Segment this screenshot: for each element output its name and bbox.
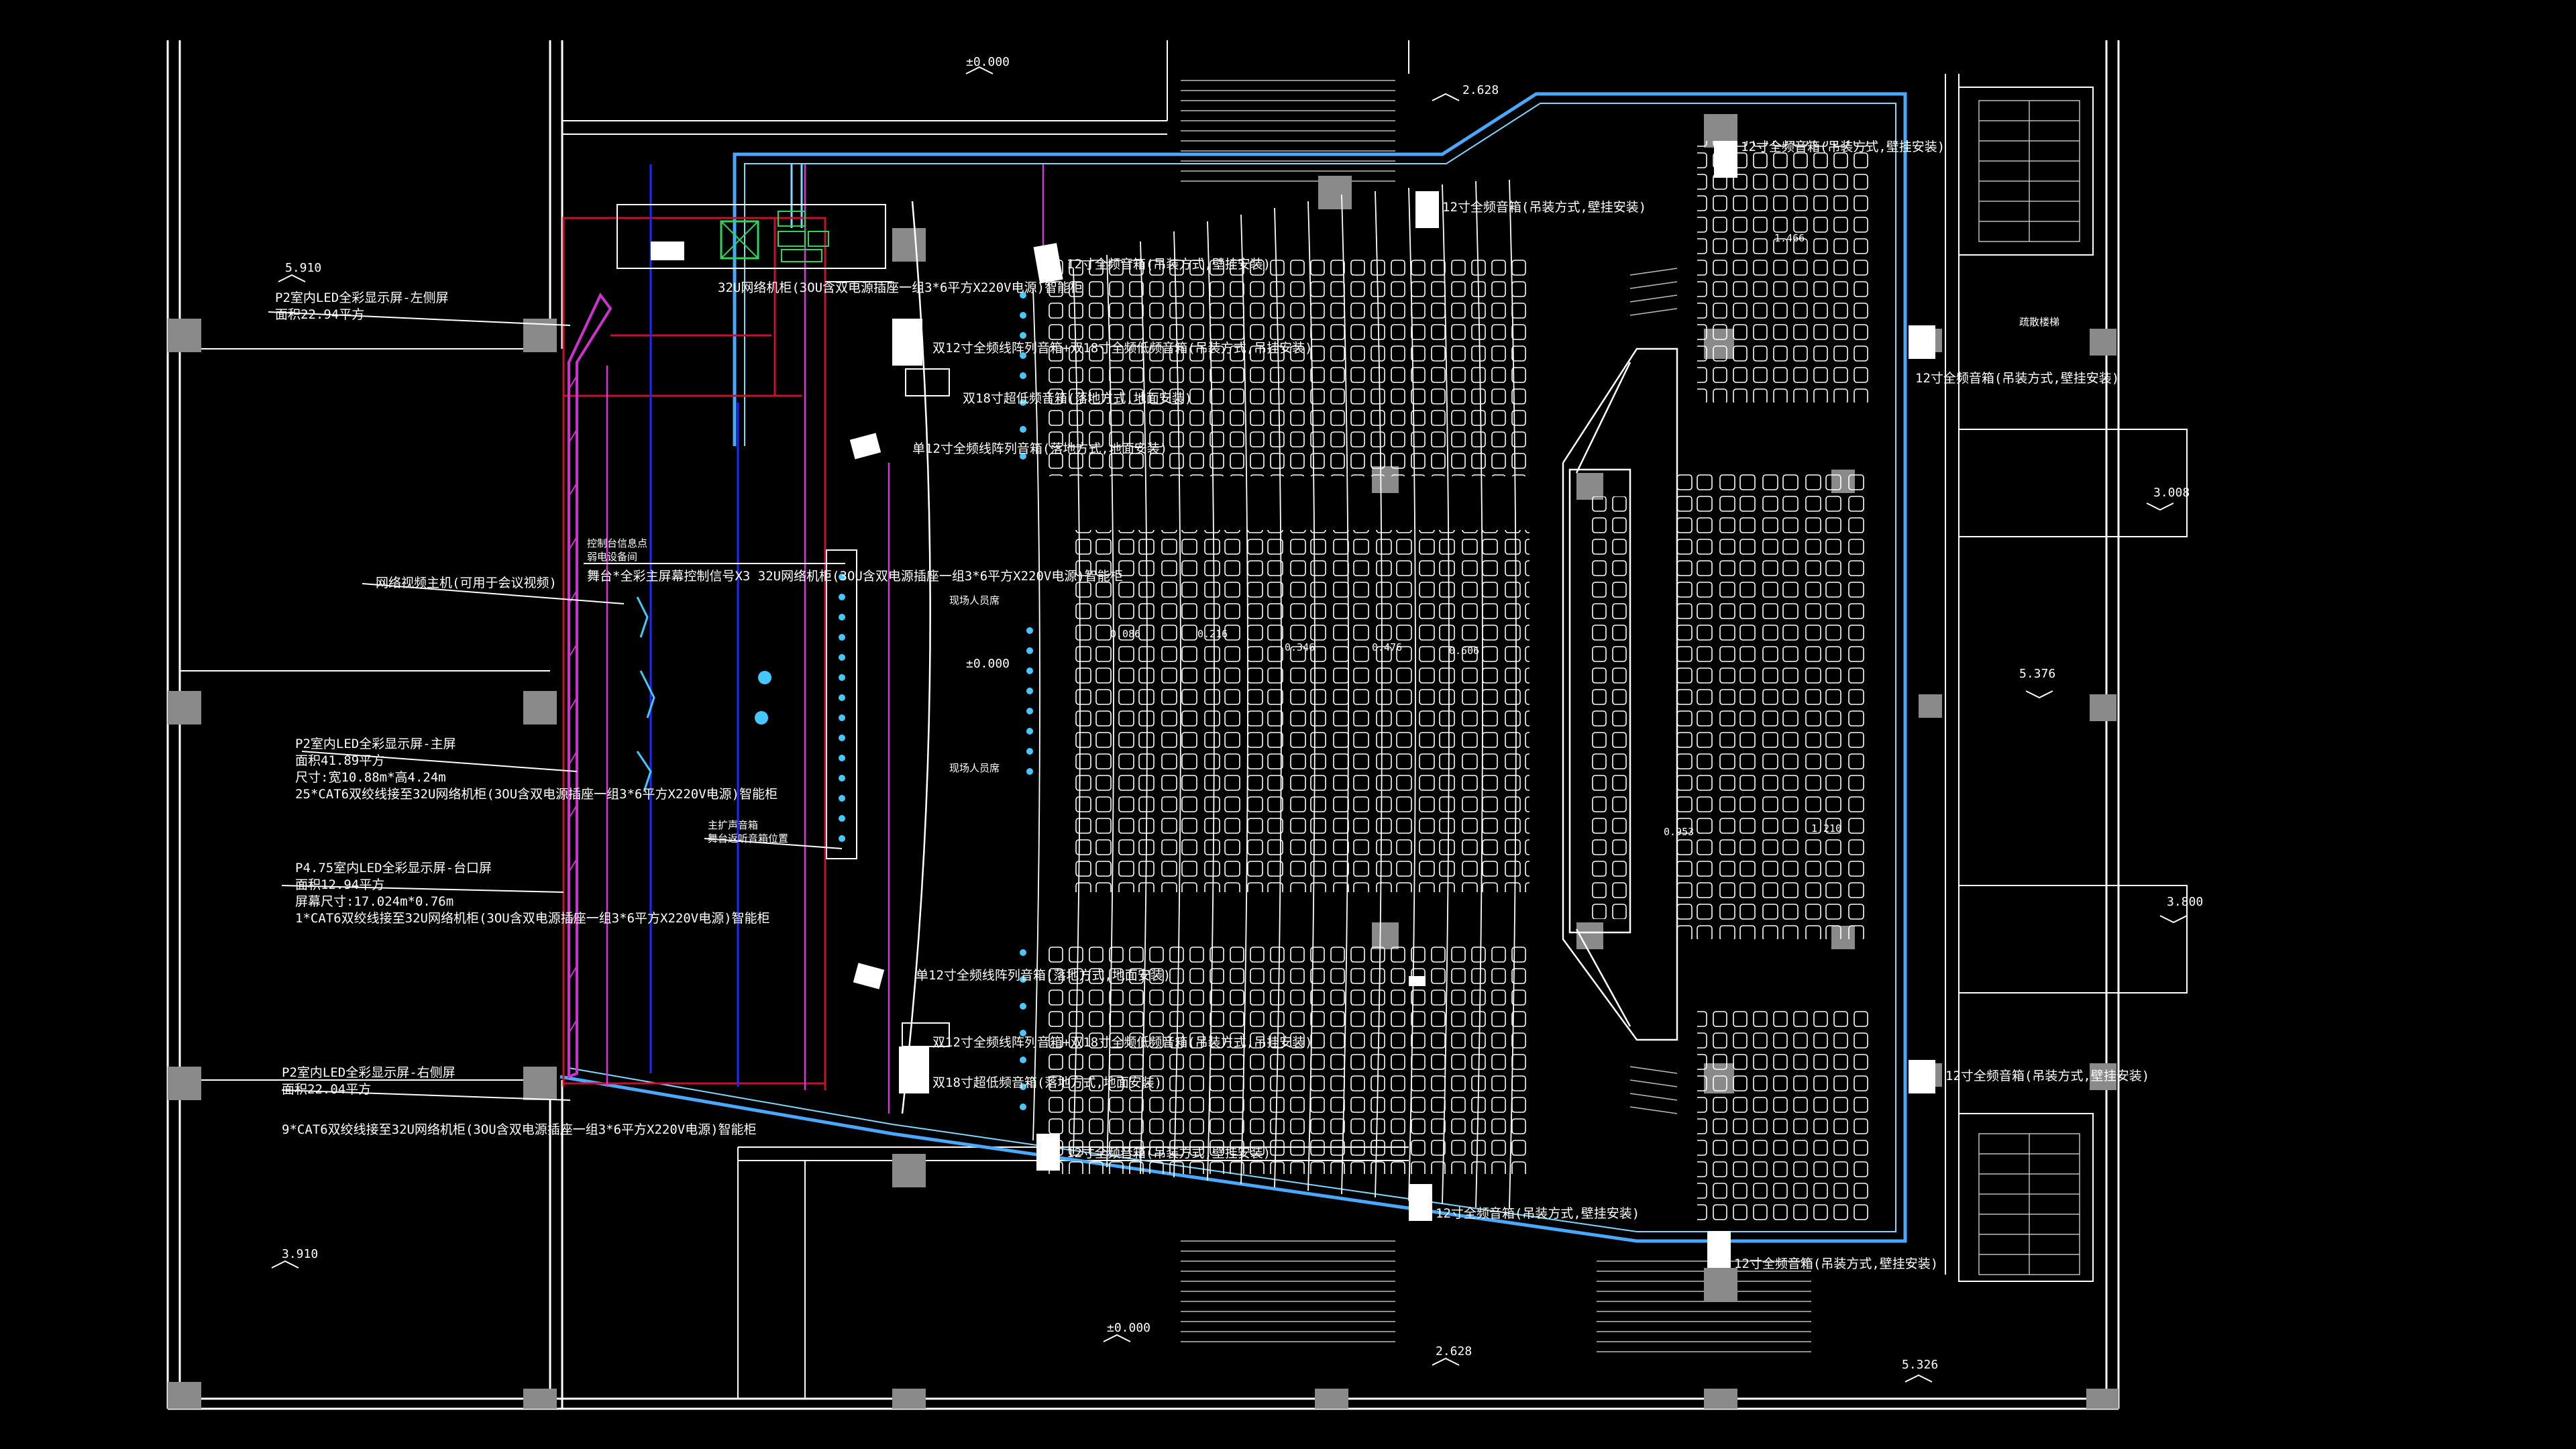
stair-right [1978,100,2080,1275]
line-array-label: 单12寸全频线阵列音箱(落地方式,地面安装) [916,968,1171,983]
speaker-label: 12寸全频音箱(吊装方式,壁挂安装) [1067,257,1271,272]
elev-label: 5.326 [1902,1358,1938,1372]
control-label-3: 舞台*全彩主屏幕控制信号X3 32U网络机柜(3OU含双电源插座一组3*6平方X… [587,569,1123,584]
sub-label: 双18寸超低频音箱(落地方式,地面安装) [963,391,1192,406]
led-main-screen [568,292,612,1079]
led-main-label: P2室内LED全彩显示屏-主屏 [295,737,456,751]
floor-level: 1.210 [1811,822,1841,835]
side-speaker-column [826,549,857,859]
speaker-label: 12寸全频音箱(吊装方式,壁挂安装) [1915,371,2119,386]
led-left-label: P2室内LED全彩显示屏-左侧屏 [275,290,449,305]
elev-label: ±0.000 [966,657,1010,671]
elevation-markers [271,66,2188,1383]
speaker-label: 12寸全频音箱(吊装方式,壁挂安装) [1442,200,1646,215]
led-apron-size: 屏幕尺寸:17.024m*0.76m [295,894,453,909]
led-left-area: 面积22.94平方 [275,307,364,322]
speaker-label: 12寸全频音箱(吊装方式,壁挂安装) [1945,1069,2149,1083]
led-apron-area: 面积12.94平方 [295,877,384,892]
speaker-label: 12寸全频音箱(吊装方式,壁挂安装) [1436,1206,1640,1221]
control-label-2: 弱电设备间 [587,551,637,563]
led-apron-label: P4.75室内LED全彩显示屏-台口屏 [295,861,492,875]
stair-bottom [1181,1240,1811,1352]
floor-level: 1.466 [1774,232,1805,244]
elev-label: ±0.000 [1107,1321,1150,1335]
led-apron-cable: 1*CAT6双绞线接至32U网络机柜(3OU含双电源插座一组3*6平方X220V… [295,911,770,926]
elev-label: 5.376 [2019,667,2055,681]
stage-boundary [562,217,826,1090]
led-main-cable: 25*CAT6双绞线接至32U网络机柜(3OU含双电源插座一组3*6平方X220… [295,787,777,802]
elev-label: 3.008 [2153,486,2190,500]
rack-label: 32U网络机柜(3OU含双电源插座一组3*6平方X220V电源)智能柜 [718,280,1083,295]
led-main-size: 尺寸:宽10.88m*高4.24m [295,770,446,785]
floor-level: 0.953 [1664,826,1694,838]
line-array-label: 双12寸全频线阵列音箱+双18寸全频低频音箱(吊装方式,吊挂安装) [932,341,1313,356]
led-right-cable: 9*CAT6双绞线接至32U网络机柜(3OU含双电源插座一组3*6平方X220V… [282,1122,757,1137]
stair-top [1181,80,1395,182]
floor-level: 0.086 [1110,628,1140,640]
seats-front [1046,255,1529,1174]
led-main-area: 面积41.89平方 [295,753,384,768]
stage-mic-stands [636,596,655,792]
elev-label: 3.910 [282,1247,318,1261]
main-speaker-label: 主扩声音箱 [708,819,758,831]
elev-label: 2.628 [1462,83,1499,97]
wall-speakers [849,141,1935,1268]
equipment-room [616,204,886,269]
sub-label: 双18寸超低频音箱(落地方式,地面安装) [932,1075,1162,1090]
video-host-label: 网络视频主机(可用于会议视频) [376,576,557,590]
leader-lines [268,281,892,1101]
elev-label: ±0.000 [966,55,1010,69]
led-right-label: P2室内LED全彩显示屏-右侧屏 [282,1065,455,1080]
seats-rear [1587,141,1872,1221]
floor-level: 0.346 [1285,641,1315,653]
elev-label: 2.628 [1436,1344,1472,1358]
aisle-steps [1629,268,1678,1114]
floor-level: 0.216 [1197,628,1228,640]
elev-label: 5.910 [285,261,321,275]
floor-level: 0.606 [1449,645,1479,657]
led-feed-lines [606,164,1044,1114]
stair-label: 疏散楼梯 [2019,316,2059,328]
elev-label: 3.800 [2167,895,2203,909]
control-label-1: 控制台信息点 [587,537,647,549]
rear-platform [1562,347,1678,1041]
signal-trunk [649,164,739,1087]
staff-seat-label: 现场人员席 [949,762,1000,774]
led-right-area: 面积22.04平方 [282,1082,371,1097]
speaker-label: 12寸全频音箱(吊装方式,壁挂安装) [1067,1146,1271,1161]
speaker-label: 12寸全频音箱(吊装方式,壁挂安装) [1741,140,1945,154]
staff-seat-label: 现场人员席 [949,594,1000,606]
wall-speaker-boxes [902,368,950,1047]
floor-level: 0.476 [1372,641,1402,653]
speaker-label: 12寸全频音箱(吊装方式,壁挂安装) [1734,1256,1938,1271]
monitor-speaker-label: 舞台返听音箱位置 [708,833,788,845]
line-array-label: 双12寸全频线阵列音箱+双18寸全频低频音箱(吊装方式,吊挂安装) [932,1035,1313,1050]
line-array-label: 单12寸全频线阵列音箱(落地方式,地面安装) [912,441,1167,456]
stage-monitor-speakers [755,292,1033,1110]
